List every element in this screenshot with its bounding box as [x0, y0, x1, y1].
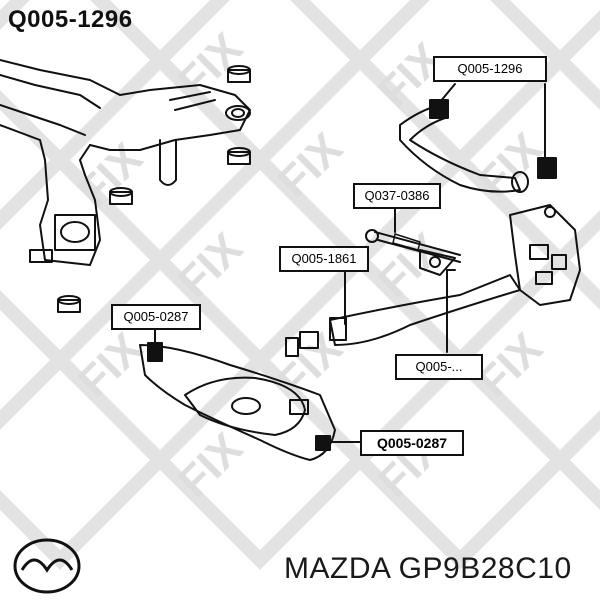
leader-lines [154, 83, 546, 443]
small-bushings [57, 65, 251, 313]
callout-part-label: Q005-1861 [279, 246, 369, 272]
upper-arm [399, 99, 557, 193]
knuckle [509, 204, 581, 306]
callout-part-label: Q005-0287 [111, 304, 201, 330]
callout-part-label: Q005-1296 [433, 56, 547, 82]
lateral-link [285, 249, 521, 357]
subframe-part [0, 59, 251, 266]
toe-link [365, 229, 461, 263]
lower-control-arm [139, 342, 336, 461]
callout-part-label: Q005-0287 [360, 430, 464, 456]
callout-part-label: Q037-0386 [353, 183, 441, 209]
page-title: Q005-1296 [8, 6, 133, 33]
mazda-logo-icon [13, 538, 81, 594]
brand-part-number: MAZDA GP9B28C10 [284, 552, 572, 585]
callout-part-label: Q005-... [395, 354, 483, 380]
